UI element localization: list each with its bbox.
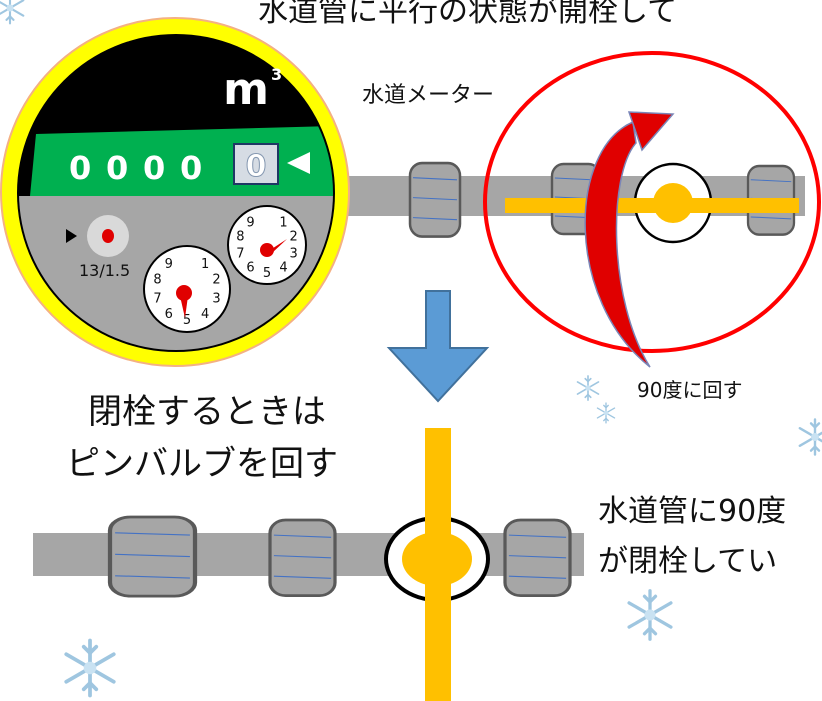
dial-number: 7 bbox=[153, 292, 161, 307]
pilot-arrow bbox=[66, 229, 77, 243]
highlight-circle bbox=[483, 51, 821, 353]
closed-note-line-1: 水道管に90度 bbox=[598, 494, 787, 529]
snowflake-icon bbox=[64, 638, 116, 698]
rotate-label: 90度に回す bbox=[637, 378, 743, 402]
snowflake-icon bbox=[596, 402, 616, 424]
counter-digit: 0 bbox=[180, 149, 202, 187]
dial-number: 7 bbox=[236, 247, 244, 262]
down-arrow-icon bbox=[386, 290, 490, 403]
valve-handle-parallel bbox=[505, 198, 799, 213]
snowflake-icon bbox=[798, 418, 822, 456]
pipe-coupling bbox=[408, 161, 462, 238]
pointer-triangle bbox=[287, 152, 310, 174]
instruction-line-1: 閉栓するときは bbox=[88, 392, 326, 432]
counter-digits: 0 0 0 0 bbox=[69, 149, 202, 187]
instruction-line-2: ピンバルブを回す bbox=[66, 444, 338, 484]
snowflake-icon bbox=[0, 0, 25, 25]
snowflake-icon bbox=[576, 375, 600, 401]
dial-number: 9 bbox=[246, 215, 254, 230]
dial-number: 1 bbox=[279, 215, 287, 230]
rotate-arrow-icon bbox=[584, 120, 651, 368]
meter-unit: m bbox=[223, 64, 269, 115]
dial-number: 4 bbox=[201, 307, 209, 322]
counter-digit-last: 0 bbox=[246, 149, 267, 184]
pipe-coupling bbox=[268, 518, 337, 598]
valve-hub bbox=[653, 183, 693, 223]
meter-label: 水道メーター bbox=[362, 83, 495, 108]
meter-unit-superscript: 3 bbox=[271, 65, 282, 84]
counter-digit: 0 bbox=[106, 149, 128, 187]
dial-number: 1 bbox=[201, 257, 209, 272]
dial-number: 5 bbox=[263, 266, 271, 281]
counter-digit: 0 bbox=[143, 149, 165, 187]
closed-note-line-2: が閉栓してい bbox=[598, 544, 778, 579]
dial-number: 6 bbox=[165, 307, 173, 322]
valve-handle-perpendicular bbox=[425, 428, 451, 701]
dial-number: 2 bbox=[212, 272, 220, 287]
counter-last-box bbox=[233, 143, 279, 185]
pipe-coupling bbox=[110, 517, 195, 596]
dial-number: 5 bbox=[183, 313, 191, 328]
dial-number: 9 bbox=[165, 257, 173, 272]
dial-number: 8 bbox=[236, 229, 244, 244]
meter-model: 13/1.5 bbox=[79, 261, 130, 280]
upper-pipe-assembly bbox=[325, 51, 821, 368]
lower-pipe-assembly bbox=[33, 428, 584, 701]
dial-number: 3 bbox=[289, 247, 297, 262]
dial-number: 6 bbox=[246, 261, 254, 276]
top-caption: 水道管に平行の状態が開栓して bbox=[258, 0, 678, 29]
snowflake-icon bbox=[627, 589, 673, 641]
dial-number: 4 bbox=[279, 261, 287, 276]
dial-number: 3 bbox=[212, 292, 220, 307]
dial-number: 2 bbox=[289, 229, 297, 244]
dial-number: 8 bbox=[153, 272, 161, 287]
pipe-coupling bbox=[503, 518, 572, 598]
counter-digit: 0 bbox=[69, 149, 91, 187]
